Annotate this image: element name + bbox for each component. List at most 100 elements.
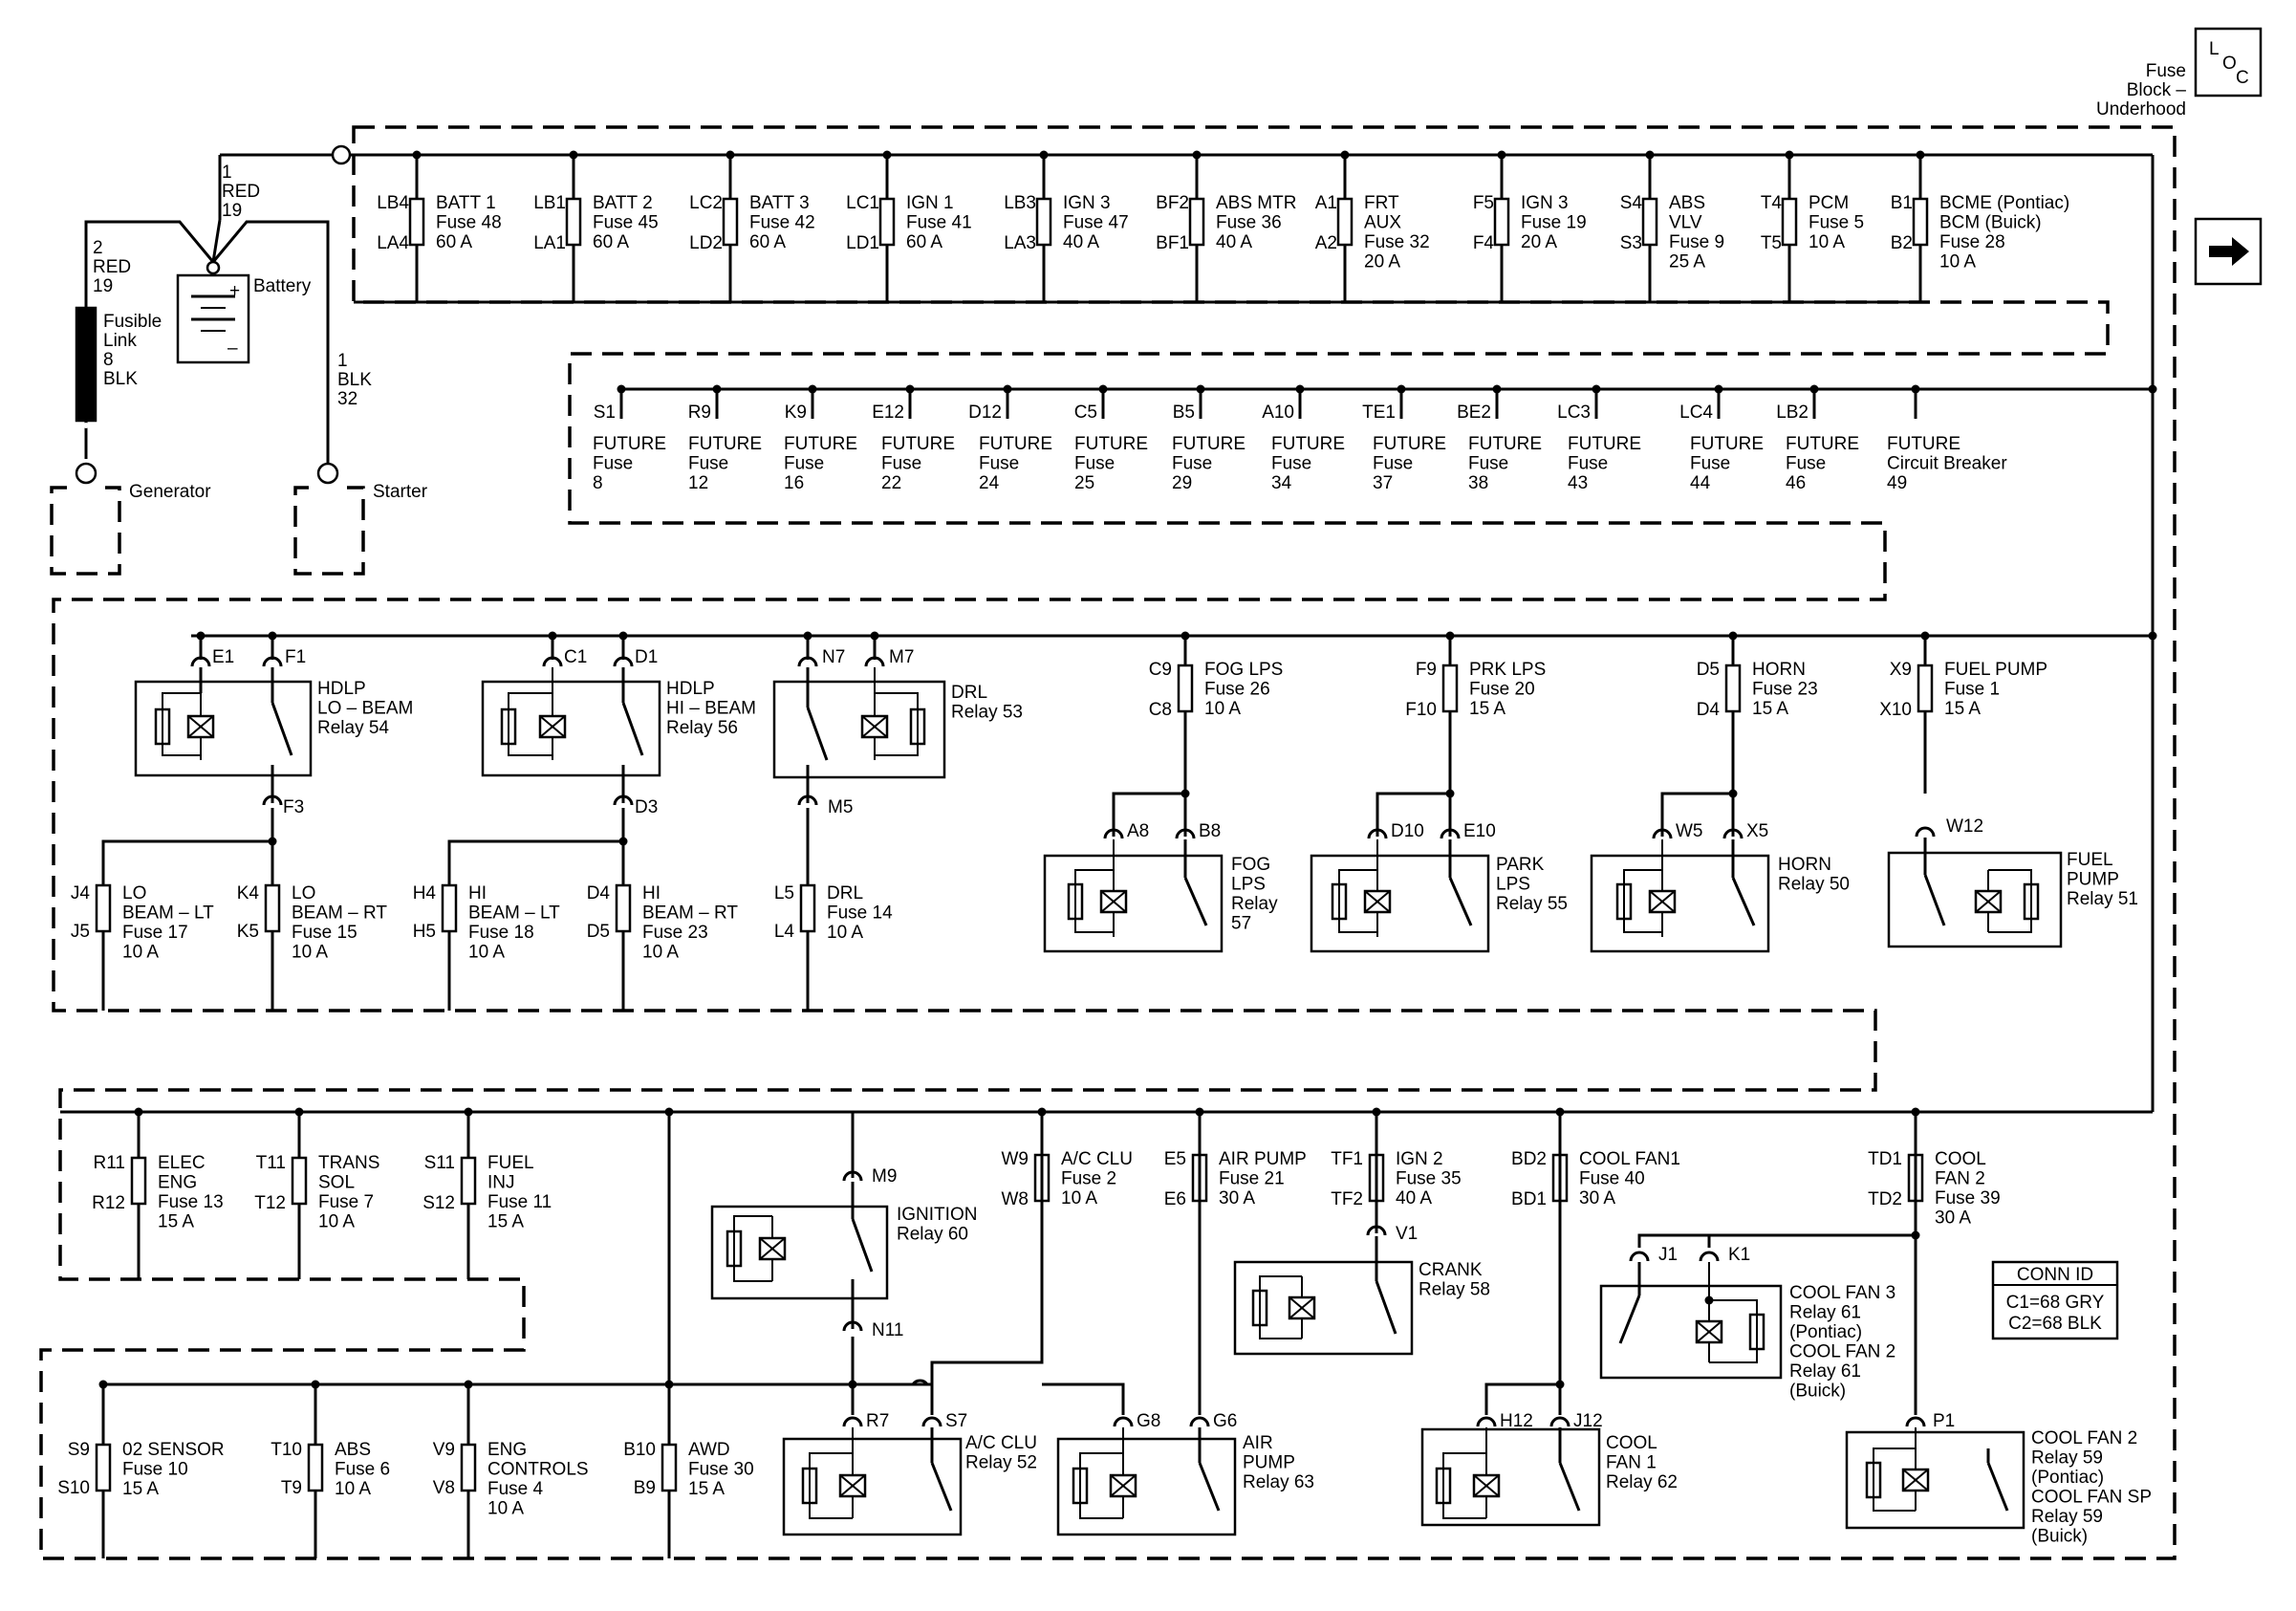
- loc-icon[interactable]: LOC: [2194, 27, 2263, 98]
- pin-label: TF2: [1331, 1189, 1363, 1209]
- pin-label: W9: [1002, 1149, 1029, 1169]
- fuse-label: 30 A: [1935, 1208, 1971, 1229]
- fuse-label: Fuse 47: [1063, 213, 1129, 233]
- pin-label: A10: [1262, 403, 1294, 423]
- fusible-link-label: Link: [103, 331, 137, 351]
- fuse-symbol: [460, 1443, 477, 1492]
- fuse-label: 60 A: [593, 232, 629, 252]
- starter-terminal: [316, 462, 339, 485]
- pin-label: S7: [945, 1411, 967, 1431]
- fuse-label: 15 A: [1469, 699, 1505, 719]
- fuse-label: FRT: [1364, 193, 1399, 213]
- fuse-label: Fuse 7: [318, 1192, 374, 1212]
- relay-resistor: [154, 708, 171, 746]
- pin-label: F5: [1473, 193, 1494, 213]
- pin-label: D10: [1391, 821, 1424, 841]
- fuse-symbol: [460, 1156, 477, 1206]
- splice-dot: [268, 837, 277, 846]
- fuse-label: Fuse 19: [1521, 213, 1587, 233]
- wire-label: 32: [337, 389, 357, 409]
- battery: +–: [176, 260, 250, 364]
- pin-label: LC2: [689, 193, 723, 213]
- fuse-label: AUX: [1364, 213, 1401, 233]
- pin-label: C1: [564, 647, 587, 667]
- relay-label: Relay 52: [965, 1453, 1037, 1473]
- connector-cup: [1175, 828, 1196, 839]
- fuse-label: Fuse 2: [1061, 1169, 1116, 1189]
- fuse-label: 20 A: [1364, 252, 1400, 272]
- connector-cup: [613, 795, 634, 806]
- splice-dot: [664, 1107, 674, 1117]
- pin-label: K9: [785, 403, 807, 423]
- relay-resistor: [2023, 882, 2040, 921]
- fuse-label: 15 A: [158, 1212, 194, 1232]
- pin-label: W5: [1676, 821, 1703, 841]
- fuse-label: 30 A: [1219, 1188, 1255, 1208]
- fuse-label: BATT 3: [749, 193, 810, 213]
- pin-label: R11: [94, 1153, 125, 1173]
- pin-label: T4: [1761, 193, 1783, 213]
- fuse-label: Fuse: [1373, 454, 1413, 474]
- pin-label: S3: [1620, 233, 1642, 253]
- fuse-label: FUTURE: [593, 434, 666, 454]
- fuse-label: HI: [468, 883, 487, 903]
- relay-label: Relay 54: [317, 718, 389, 738]
- fusible-link-label: Fusible: [103, 312, 162, 332]
- relay-label: Relay: [1231, 894, 1278, 914]
- relay-label: DRL: [951, 683, 987, 703]
- fuse-label: 15 A: [487, 1212, 524, 1232]
- splice-dot: [1704, 1295, 1714, 1305]
- relay-resistor: [1072, 1467, 1089, 1505]
- fuse-symbol: [130, 1156, 147, 1206]
- fuse-label: PCM: [1809, 193, 1849, 213]
- pin-label: N7: [822, 647, 845, 667]
- fuse-symbol: [95, 883, 112, 933]
- fuse-symbol: [799, 883, 816, 933]
- fuse-label: ABS: [1669, 193, 1705, 213]
- fuse-label: Fuse 41: [906, 213, 972, 233]
- title-line: Underhood: [2096, 99, 2186, 120]
- relay-coil: [758, 1236, 787, 1261]
- pin-label: A8: [1127, 821, 1149, 841]
- pin-label: S1: [594, 403, 616, 423]
- wire-label: 2: [93, 238, 103, 258]
- fuse-label: 10 A: [1061, 1188, 1097, 1208]
- right-arrow-icon[interactable]: [2194, 217, 2263, 286]
- fuse-symbol: [1336, 197, 1354, 247]
- connector-cup: [1189, 1416, 1210, 1427]
- relay-coil: [1901, 1468, 1930, 1492]
- pin-label: G6: [1213, 1411, 1237, 1431]
- fuse-label: FUEL PUMP: [1944, 660, 2047, 680]
- fuse-symbol: [1177, 664, 1194, 713]
- relay-label: Relay 59: [2031, 1507, 2103, 1527]
- fuse-label: 10 A: [1809, 232, 1845, 252]
- battery-label: Battery: [253, 276, 312, 296]
- fuse-symbol: [661, 1443, 678, 1492]
- fuse-label: Fuse 11: [487, 1192, 552, 1212]
- pin-label: LB1: [533, 193, 566, 213]
- fuse-label: Fuse 36: [1216, 213, 1282, 233]
- fuse-label: 44: [1690, 473, 1711, 493]
- fuse-symbol: [1188, 197, 1205, 247]
- pin-label: F9: [1416, 660, 1437, 680]
- fuse-label: Fuse: [881, 454, 921, 474]
- splice-dot: [803, 631, 812, 641]
- connector-cup: [1722, 828, 1744, 839]
- pin-label: N11: [872, 1320, 903, 1340]
- fuse-label: 10 A: [335, 1479, 371, 1499]
- splice-dot: [2148, 384, 2157, 394]
- fuse-symbol: [1493, 197, 1510, 247]
